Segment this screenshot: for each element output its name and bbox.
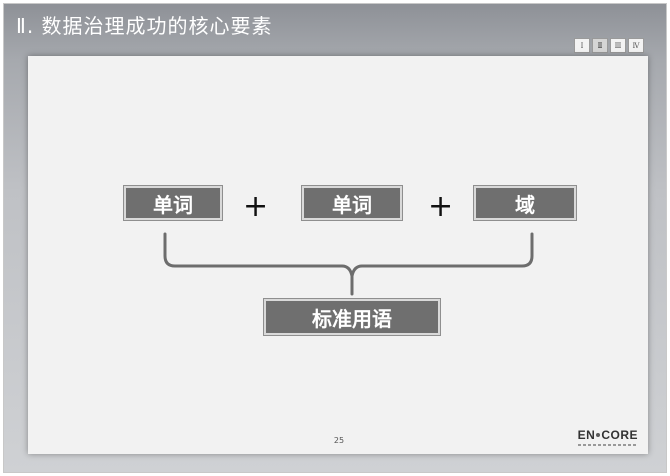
tab-section-3[interactable]: Ⅲ <box>610 38 626 53</box>
logo-tagline <box>578 444 638 446</box>
logo-dot-icon <box>596 432 601 437</box>
result-box-standard-term: 标准用语 <box>264 299 440 335</box>
section-pager: Ⅰ Ⅱ Ⅲ Ⅳ <box>572 38 644 53</box>
term-box-word-2: 单词 <box>302 186 402 220</box>
slide-title: Ⅱ. 数据治理成功的核心要素 <box>16 14 273 38</box>
term-box-word-1: 单词 <box>124 186 222 220</box>
plus-sign-1: + <box>243 189 269 224</box>
tab-section-4[interactable]: Ⅳ <box>628 38 644 53</box>
grouping-brace <box>163 232 534 296</box>
plus-sign-2: + <box>428 189 454 224</box>
tab-section-1[interactable]: Ⅰ <box>574 38 590 53</box>
term-box-domain: 域 <box>474 186 576 220</box>
page-number: 25 <box>333 436 345 445</box>
tab-section-2[interactable]: Ⅱ <box>592 38 608 53</box>
slide-frame: Ⅱ. 数据治理成功的核心要素 Ⅰ Ⅱ Ⅲ Ⅳ 单词 + 单词 + 域 标准用语 … <box>3 3 667 473</box>
